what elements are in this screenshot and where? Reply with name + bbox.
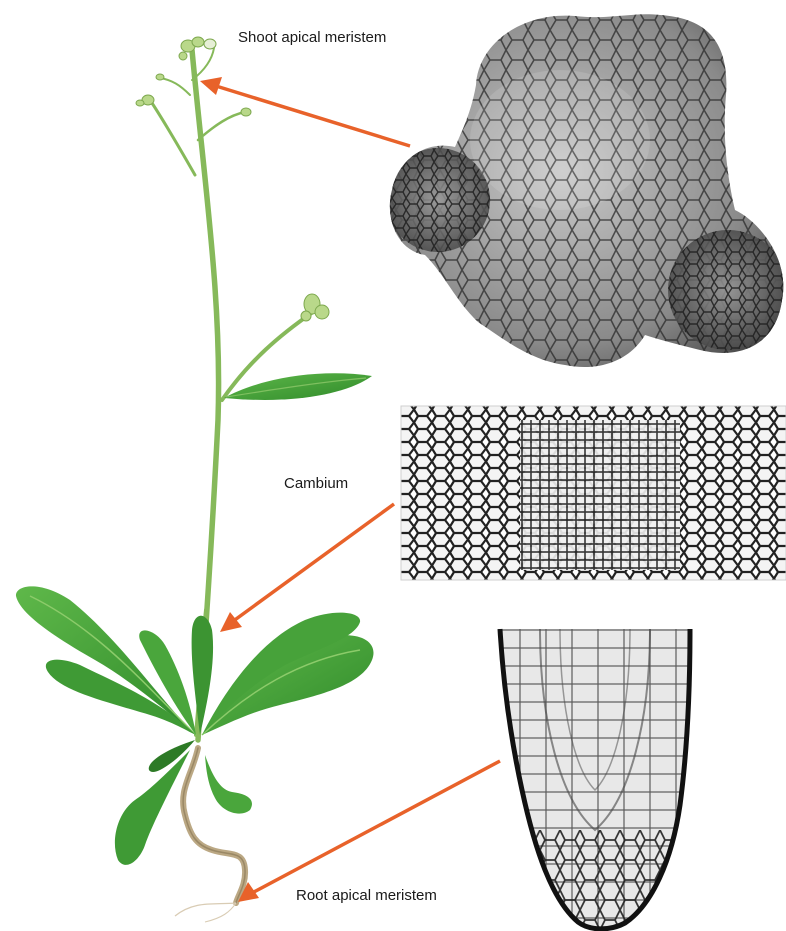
primary-root — [183, 748, 245, 903]
shoot-meristem-micrograph — [380, 0, 786, 380]
leaf-lower-mid — [149, 740, 195, 772]
root-tip-micrograph — [490, 620, 700, 931]
cambium-micrograph — [401, 406, 786, 580]
label-root-apical-meristem: Root apical meristem — [296, 887, 437, 904]
rosette-leaves — [16, 586, 374, 865]
label-cambium: Cambium — [284, 475, 348, 492]
arrow-root — [252, 761, 500, 893]
leaf-lower-right — [205, 755, 252, 814]
arrowhead-shoot — [200, 77, 222, 95]
leaf-center — [192, 616, 213, 735]
label-shoot-apical-meristem: Shoot apical meristem — [238, 29, 386, 46]
arrow-cambium — [232, 504, 394, 622]
